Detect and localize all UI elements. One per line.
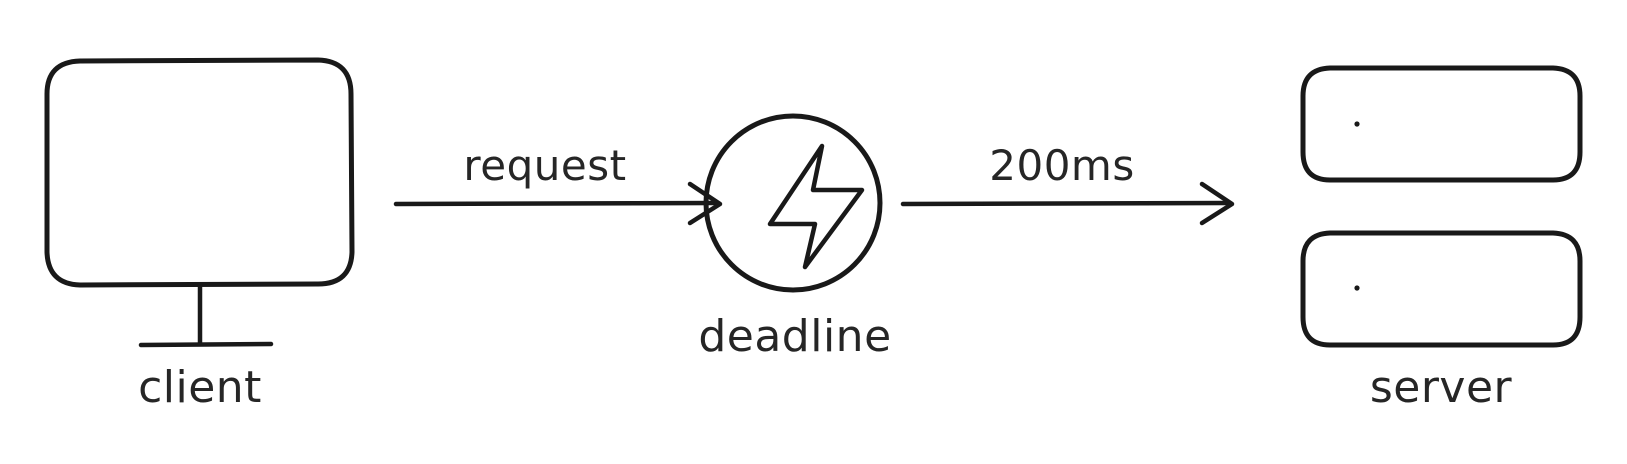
edge-client-to-deadline[interactable]: request: [393, 141, 723, 226]
edge-deadline-to-server[interactable]: 200ms: [900, 141, 1235, 226]
server-led-top-icon: [1354, 121, 1360, 127]
lightning-bolt-icon: [767, 143, 865, 270]
monitor-base-icon: [138, 341, 274, 348]
server-label: server: [1370, 362, 1513, 413]
latency-edge-label: 200ms: [989, 141, 1134, 190]
monitor-icon: [44, 57, 355, 288]
node-deadline[interactable]: deadline: [698, 113, 891, 362]
request-edge-label: request: [463, 141, 626, 190]
client-label: client: [138, 362, 262, 413]
node-server[interactable]: server: [1300, 65, 1583, 413]
request-arrow-head-icon: [687, 181, 723, 226]
request-arrow-line: [393, 200, 719, 207]
server-unit-top-icon: [1300, 65, 1583, 183]
deadline-circle: [703, 113, 883, 293]
server-led-bottom-icon: [1354, 285, 1360, 291]
node-client[interactable]: client: [44, 57, 355, 413]
server-unit-bottom-icon: [1300, 230, 1583, 348]
latency-arrow-line: [900, 200, 1231, 207]
deadline-label: deadline: [698, 311, 891, 362]
latency-arrow-head-icon: [1199, 181, 1235, 226]
